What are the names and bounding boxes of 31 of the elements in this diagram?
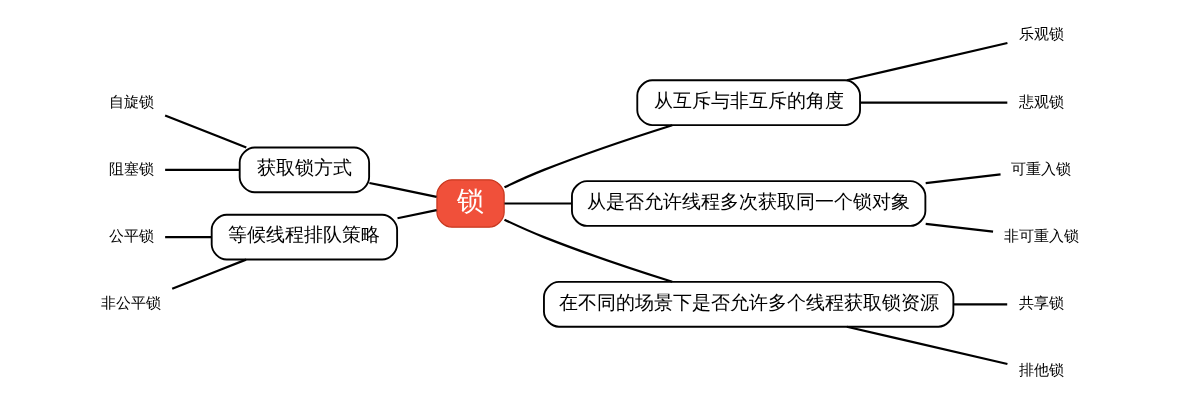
connector (503, 218, 673, 283)
connector (368, 181, 437, 198)
node-box: 从互斥与非互斥的角度 (635, 79, 861, 127)
connector (164, 168, 239, 171)
connector (396, 209, 437, 220)
node-text: 非可重入锁 (1003, 226, 1079, 245)
node-box: 从是否允许线程多次获取同一个锁对象 (570, 180, 926, 227)
connector (846, 325, 1008, 366)
node-text: 可重入锁 (1010, 159, 1071, 178)
connector (164, 236, 211, 239)
connector (859, 101, 1007, 104)
node-text: 公平锁 (108, 226, 154, 245)
connector (171, 258, 246, 290)
connector (925, 173, 1001, 185)
node-box: 锁 (435, 179, 505, 228)
connector (503, 124, 673, 189)
node-text: 共享锁 (1018, 294, 1064, 313)
node-box: 等候线程排队策略 (210, 213, 398, 261)
node-text: 阻塞锁 (108, 159, 154, 178)
node-text: 乐观锁 (1018, 25, 1064, 44)
node-text: 排他锁 (1018, 361, 1064, 380)
node-text: 自旋锁 (108, 92, 154, 111)
node-box: 在不同的场景下是否允许多个线程获取锁资源 (542, 280, 954, 328)
connector (925, 222, 993, 233)
node-text: 悲观锁 (1018, 92, 1064, 111)
connector (504, 202, 571, 205)
node-text: 非公平锁 (100, 294, 161, 313)
node-box: 获取锁方式 (238, 146, 370, 194)
connector (846, 41, 1008, 82)
connector (164, 114, 247, 149)
connector (953, 303, 1007, 306)
